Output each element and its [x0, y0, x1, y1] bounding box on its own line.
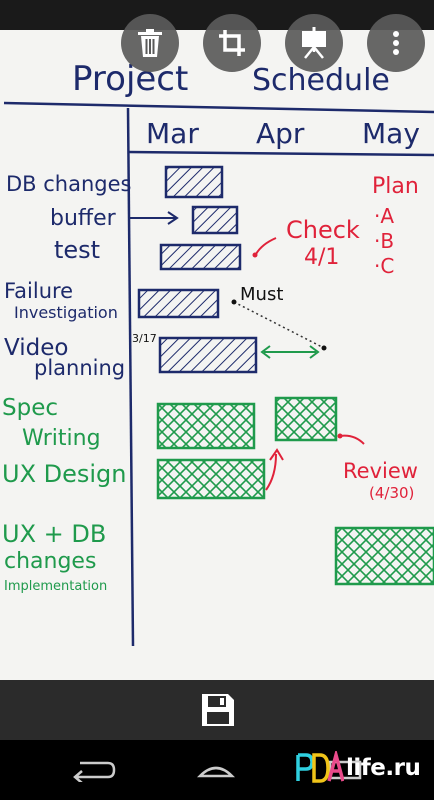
back-button[interactable] — [64, 752, 124, 788]
task-changes: changes — [4, 549, 96, 574]
bar-spec-writing-2 — [274, 396, 338, 442]
bar-spec-writing-1 — [156, 402, 256, 450]
task-investigation: Investigation — [14, 303, 118, 322]
check-dot — [252, 252, 258, 258]
note-must: Must — [240, 284, 283, 305]
check-pointer — [255, 237, 277, 255]
video-green-arrow — [260, 345, 320, 359]
task-buffer: buffer — [50, 206, 117, 231]
watermark-text: life.ru — [346, 755, 421, 781]
bar-failure-investigation — [137, 288, 220, 319]
crop-icon — [219, 30, 245, 56]
recents-icon — [328, 760, 362, 780]
note-plan: Plan — [372, 174, 419, 199]
crop-button[interactable] — [203, 14, 261, 72]
delete-button[interactable] — [121, 14, 179, 72]
bottom-action-bar — [0, 680, 434, 740]
header-underline — [3, 101, 434, 114]
review-dot — [337, 433, 343, 439]
note-review: Review — [343, 459, 418, 483]
save-button[interactable] — [196, 688, 240, 732]
task-planning: planning — [34, 356, 125, 380]
ux-to-spec-arrow — [265, 448, 284, 491]
task-video: Video — [4, 335, 68, 361]
bar-ux-design — [156, 458, 266, 500]
image-toolbar — [0, 0, 434, 86]
more-options-button[interactable] — [367, 14, 425, 72]
bar-video-planning — [158, 336, 258, 374]
recents-button[interactable] — [316, 752, 376, 788]
present-button[interactable] — [285, 14, 343, 72]
home-icon — [196, 766, 236, 778]
must-dot-end — [321, 345, 327, 351]
whiteboard-photo: Project Schedule Mar Apr May DB changes … — [0, 30, 434, 680]
bar-test — [159, 243, 242, 271]
pdalife-watermark: life.ru — [296, 750, 421, 786]
trash-icon — [138, 29, 162, 57]
more-vert-icon — [393, 31, 399, 55]
note-plan-a: ·A — [374, 204, 394, 228]
month-underline — [127, 150, 434, 157]
must-dotted-line — [233, 301, 325, 349]
pda-logo — [296, 751, 344, 783]
image-viewer: Project Schedule Mar Apr May DB changes … — [0, 0, 434, 680]
note-plan-c: ·C — [374, 254, 394, 278]
task-column-divider — [126, 107, 135, 647]
bar-buffer — [191, 205, 239, 235]
task-db-changes: DB changes — [6, 172, 131, 196]
presentation-icon — [302, 27, 326, 59]
month-apr: Apr — [256, 117, 305, 150]
bar-ux-db-implementation — [334, 526, 434, 586]
android-nav-bar — [0, 740, 434, 800]
task-ux-design: UX Design — [2, 460, 127, 488]
task-writing: Writing — [22, 426, 101, 451]
note-date-317: 3/17 — [132, 332, 157, 345]
month-mar: Mar — [146, 117, 199, 150]
board-title-project: Project — [72, 59, 188, 99]
note-plan-b: ·B — [374, 229, 394, 253]
task-failure: Failure — [4, 279, 73, 303]
task-spec: Spec — [2, 395, 58, 421]
buffer-arrow — [128, 211, 179, 225]
task-test: test — [54, 236, 100, 264]
task-ux-db: UX + DB — [2, 520, 106, 548]
note-check: Check — [286, 216, 360, 244]
back-icon — [73, 761, 116, 782]
home-button[interactable] — [186, 752, 246, 788]
task-implementation: Implementation — [4, 579, 107, 594]
note-check-date: 4/1 — [304, 245, 339, 270]
bar-db-changes — [164, 165, 224, 199]
month-may: May — [362, 117, 420, 150]
note-review-date: (4/30) — [369, 484, 414, 502]
save-icon — [202, 694, 234, 726]
must-dot-start — [231, 299, 237, 305]
